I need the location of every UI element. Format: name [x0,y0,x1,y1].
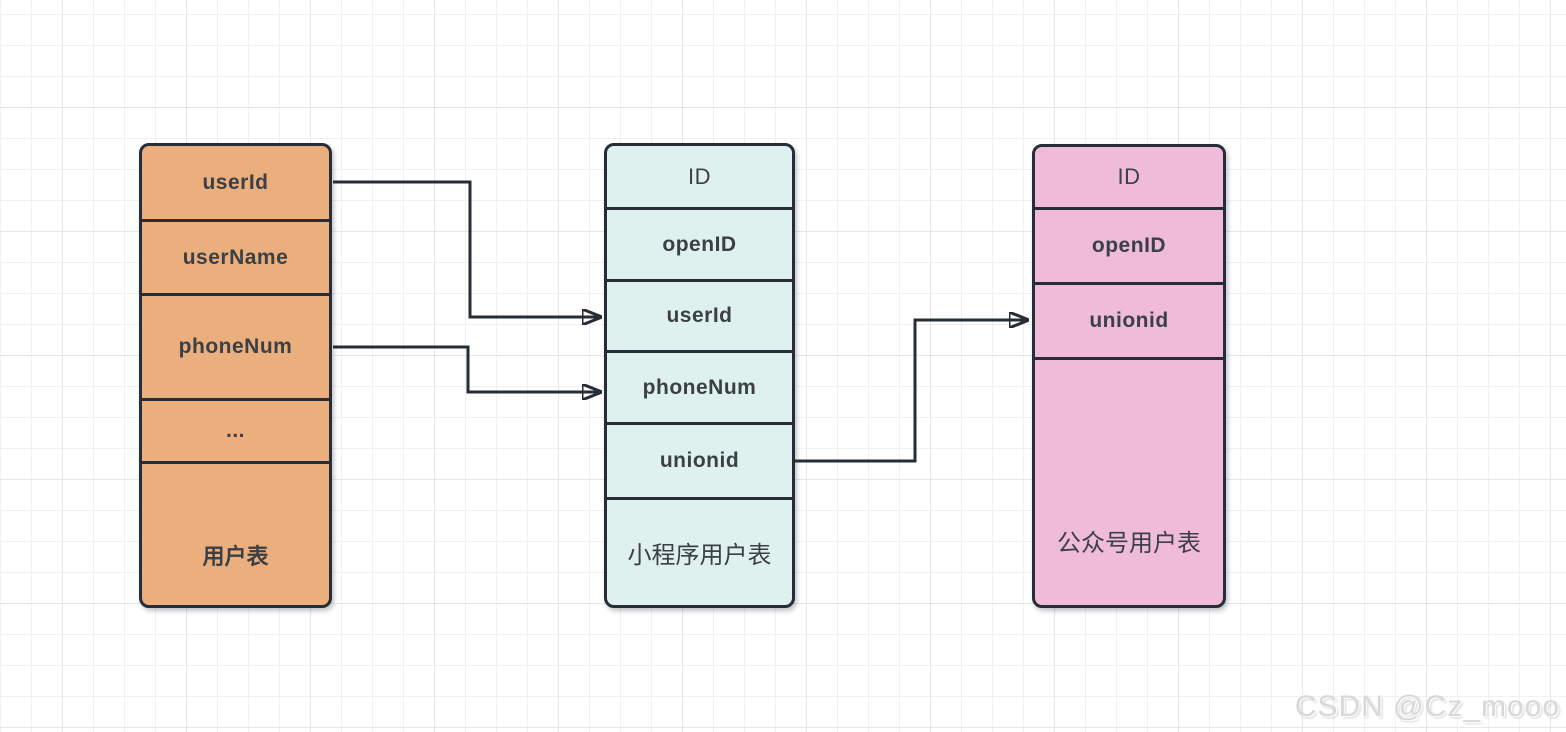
official-table-row-unionid: unionid [1035,285,1223,360]
miniprogram-table-row-userid: userId [607,282,792,353]
user-table-row-username: userName [142,222,329,296]
miniprogram-table: ID openID userId phoneNum unionid 小程序用户表 [604,143,795,608]
user-table-row-ellipsis: ... [142,401,329,464]
miniprogram-table-title: 小程序用户表 [627,542,772,569]
user-table-row-userid: userId [142,146,329,222]
official-table-row-openid: openID [1035,210,1223,285]
user-table-row-phonenum: phoneNum [142,296,329,401]
miniprogram-table-row-openid: openID [607,210,792,282]
official-table-row-id: ID [1035,147,1223,210]
official-table-title: 公众号用户表 [1057,530,1201,557]
miniprogram-table-row-phonenum: phoneNum [607,353,792,425]
miniprogram-table-row-id: ID [607,146,792,210]
arrow-phonenum [333,345,600,392]
official-table: ID openID unionid 公众号用户表 [1032,144,1226,608]
user-table: userId userName phoneNum ... 用户表 [139,143,332,608]
miniprogram-table-row-unionid: unionid [607,425,792,500]
user-table-title: 用户表 [202,543,269,569]
arrow-userid [333,180,600,317]
arrow-unionid [795,320,1027,463]
csdn-watermark: CSDN @Cz_mooo [1294,690,1560,723]
